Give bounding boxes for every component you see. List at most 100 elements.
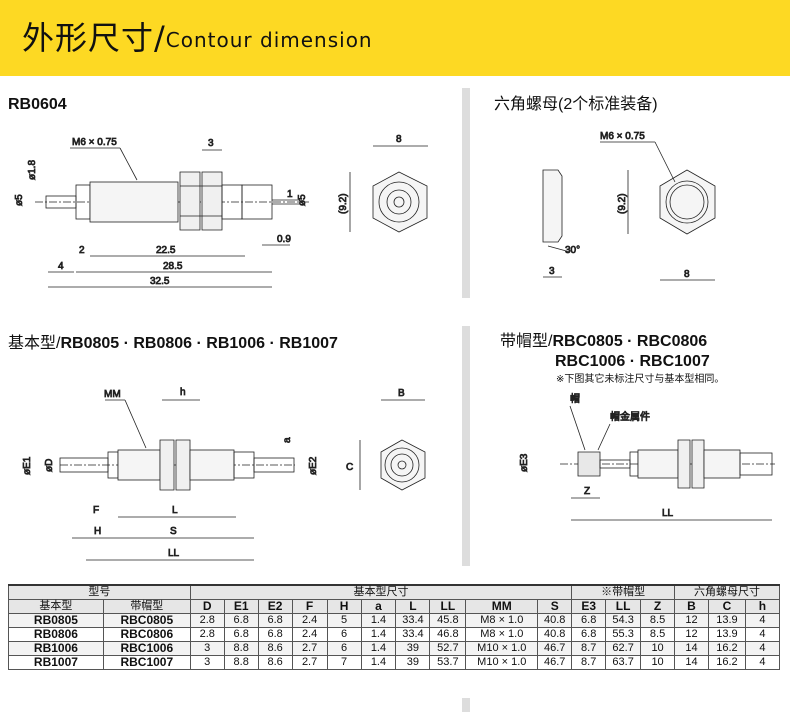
rb0604-dim: 0.9 bbox=[277, 234, 291, 245]
table-cell: 13.9 bbox=[707, 626, 746, 642]
basic-side-drawing: MM h øE1 øD a øE2 L F S H LL bbox=[22, 387, 319, 561]
table-cell: 6 bbox=[326, 640, 362, 656]
table-cell: 33.4 bbox=[395, 612, 431, 628]
table-cell: 2.7 bbox=[291, 654, 328, 670]
table-cell: 63.7 bbox=[605, 654, 642, 670]
table-cell: 6.8 bbox=[223, 626, 259, 642]
table-cell: 8.6 bbox=[257, 654, 293, 670]
table-cell: 2.7 bbox=[291, 640, 328, 656]
basic-label-b: B bbox=[398, 388, 405, 399]
rb0604-dim: ø5 bbox=[297, 194, 308, 206]
group-header: 型号 bbox=[8, 584, 191, 600]
table-cell: 8.5 bbox=[640, 612, 676, 628]
title-en: Contour dimension bbox=[165, 28, 373, 52]
table-cell: RBC0806 bbox=[102, 626, 191, 642]
column-header: D bbox=[189, 598, 225, 614]
table-cell: 2.8 bbox=[189, 612, 225, 628]
table-cell: M10 × 1.0 bbox=[465, 654, 539, 670]
group-header: 基本型尺寸 bbox=[189, 584, 573, 600]
basic-label-f: F bbox=[93, 505, 99, 516]
nut-dim: (9.2) bbox=[617, 193, 628, 214]
divider bbox=[462, 698, 470, 712]
cap-note: ※下图其它未标注尺寸与基本型相同。 bbox=[556, 374, 725, 385]
table-cell: 2.4 bbox=[291, 612, 328, 628]
header-title: 外形尺寸/Contour dimension bbox=[22, 18, 373, 62]
table-cell: 8.8 bbox=[223, 654, 259, 670]
table-cell: 12 bbox=[674, 612, 709, 628]
table-cell: 16.2 bbox=[707, 654, 746, 670]
nut-angle: 30° bbox=[565, 245, 580, 256]
column-header: E2 bbox=[257, 598, 293, 614]
table-cell: 62.7 bbox=[605, 640, 642, 656]
table-cell: 6.8 bbox=[257, 626, 293, 642]
column-header: 带帽型 bbox=[102, 598, 191, 614]
table-cell: 1.4 bbox=[360, 626, 397, 642]
table-cell: 16.2 bbox=[707, 640, 746, 656]
basic-label-a: a bbox=[282, 437, 293, 443]
dimension-drawings: M6 × 0.75 3 ø5 ø1.8 1 ø5 22.5 2 0.9 28.5… bbox=[14, 131, 775, 561]
divider bbox=[462, 88, 470, 298]
nut-drawing: 30° 3 M6 × 0.75 (9.2) 8 bbox=[542, 131, 716, 281]
table-cell: M10 × 1.0 bbox=[465, 640, 539, 656]
rb0604-dim: ø1.8 bbox=[27, 160, 38, 180]
column-header: L bbox=[395, 598, 431, 614]
rb0604-dim: 3 bbox=[208, 138, 214, 149]
divider bbox=[462, 326, 470, 566]
table-cell: 8.8 bbox=[223, 640, 259, 656]
cap-label-z: Z bbox=[584, 486, 590, 497]
basic-label-e2: øE2 bbox=[308, 456, 319, 475]
table-cell: 8.6 bbox=[257, 640, 293, 656]
rb0604-side-drawing: M6 × 0.75 3 ø5 ø1.8 1 ø5 22.5 2 0.9 28.5… bbox=[14, 137, 310, 288]
column-header: E1 bbox=[223, 598, 259, 614]
column-header: B bbox=[674, 598, 709, 614]
column-header: h bbox=[744, 598, 781, 614]
table-cell: RB0805 bbox=[8, 612, 104, 628]
table-cell: 4 bbox=[744, 640, 781, 656]
table-cell: 55.3 bbox=[605, 626, 642, 642]
table-cell: 46.7 bbox=[537, 654, 573, 670]
rb0604-dim: 22.5 bbox=[156, 245, 176, 256]
column-header: H bbox=[326, 598, 362, 614]
table-cell: 4 bbox=[744, 612, 781, 628]
table-cell: RB1006 bbox=[8, 640, 104, 656]
nut-title: 六角螺母(2个标准装备) bbox=[494, 96, 658, 113]
basic-label-s: S bbox=[170, 526, 177, 537]
rb0604-end-dim: (9.2) bbox=[338, 193, 349, 214]
rb0604-dim: 28.5 bbox=[163, 261, 183, 272]
nut-dim: 3 bbox=[549, 266, 555, 277]
basic-label-d: øD bbox=[44, 459, 55, 472]
cap-label-ll: LL bbox=[662, 508, 674, 519]
column-header: MM bbox=[465, 598, 539, 614]
table-cell: 14 bbox=[674, 654, 709, 670]
nut-dim: 8 bbox=[684, 269, 690, 280]
group-header: 六角螺母尺寸 bbox=[674, 584, 780, 600]
basic-label-l: L bbox=[172, 505, 178, 516]
rb0604-dim: 4 bbox=[58, 261, 64, 272]
table-cell: 6.8 bbox=[257, 612, 293, 628]
column-header: 基本型 bbox=[8, 598, 104, 614]
basic-label-ll: LL bbox=[168, 548, 180, 559]
table-cell: 8.5 bbox=[640, 626, 676, 642]
cap-title: 带帽型/RBC0805 · RBC0806 bbox=[500, 333, 707, 351]
column-header: LL bbox=[429, 598, 467, 614]
table-cell: 40.8 bbox=[537, 626, 573, 642]
table-cell: 13.9 bbox=[707, 612, 746, 628]
table-cell: 3 bbox=[189, 640, 225, 656]
cap-title-line1: RBC0805 · RBC0806 bbox=[552, 333, 708, 350]
table-cell: 4 bbox=[744, 654, 781, 670]
cap-drawing: 帽 帽金属件 øE3 Z LL bbox=[519, 392, 775, 521]
rb0604-dim: 1 bbox=[287, 189, 293, 200]
page-header: 外形尺寸/Contour dimension bbox=[0, 0, 790, 76]
table-cell: 6 bbox=[326, 626, 362, 642]
basic-label-h-dim: H bbox=[94, 526, 101, 537]
rb0604-title: RB0604 bbox=[8, 96, 67, 113]
basic-end-drawing: B C bbox=[346, 388, 426, 491]
table-cell: RBC1006 bbox=[102, 640, 191, 656]
table-cell: 39 bbox=[395, 654, 431, 670]
table-cell: 2.4 bbox=[291, 626, 328, 642]
column-header: S bbox=[537, 598, 573, 614]
